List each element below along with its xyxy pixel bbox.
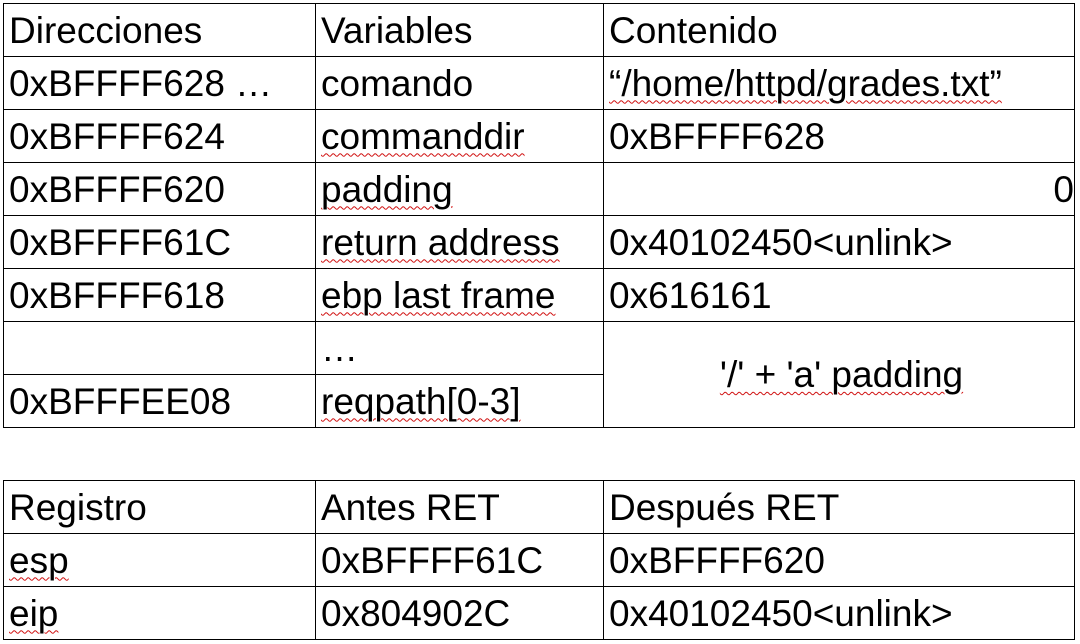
variable-cell: … — [315, 321, 604, 375]
content-text: “/home/httpd/grades.txt” — [609, 62, 1002, 104]
address-cell: 0xBFFFF618 — [3, 268, 316, 322]
header-variables: Variables — [315, 3, 604, 57]
before-cell: 0xBFFFF61C — [315, 533, 604, 587]
content-cell: 0 — [603, 162, 1075, 216]
address-cell: 0xBFFFF620 — [3, 162, 316, 216]
content-text: 0x40102450<unlink> — [609, 221, 953, 263]
variable-text: reqpath[0-3] — [321, 380, 521, 422]
register-text: eip — [9, 592, 59, 634]
variable-cell: comando — [315, 56, 604, 110]
address-cell: 0xBFFFF624 — [3, 109, 316, 163]
stack-layout-table: Direcciones Variables Contenido 0xBFFFF6… — [3, 3, 1075, 428]
content-text: '/' + 'a' padding — [719, 354, 964, 395]
header-antes-ret: Antes RET — [315, 480, 604, 534]
variable-text: return address — [321, 221, 560, 263]
variable-cell: commanddir — [315, 109, 604, 163]
table-row: 0xBFFFEE08 reqpath[0-3] — [3, 374, 1075, 428]
register-cell: eip — [3, 586, 316, 640]
header-registro: Registro — [3, 480, 316, 534]
register-text: esp — [9, 539, 69, 581]
header-contenido: Contenido — [603, 3, 1075, 57]
header-despues-ret: Después RET — [603, 480, 1075, 534]
variable-text: ebp last frame — [321, 274, 556, 316]
variable-cell: ebp last frame — [315, 268, 604, 322]
content-cell: 0x616161 — [603, 268, 1075, 322]
register-cell: esp — [3, 533, 316, 587]
address-cell: 0xBFFFEE08 — [3, 374, 316, 428]
after-cell: 0xBFFFF620 — [603, 533, 1075, 587]
variable-text: commanddir — [321, 115, 525, 157]
variable-cell: reqpath[0-3] — [315, 374, 604, 428]
variable-text: padding — [321, 168, 453, 210]
variable-cell: return address — [315, 215, 604, 269]
table-row: 0xBFFFF618 ebp last frame 0x616161 — [3, 268, 1075, 322]
header-direcciones: Direcciones — [3, 3, 316, 57]
table-row: 0xBFFFF628 … comando “/home/httpd/grades… — [3, 56, 1075, 110]
table-row: 0xBFFFF620 padding 0 — [3, 162, 1075, 216]
variable-cell: padding — [315, 162, 604, 216]
table-row: eip 0x804902C 0x40102450<unlink> — [3, 586, 1075, 640]
before-cell: 0x804902C — [315, 586, 604, 640]
table-row: 0xBFFFF61C return address 0x40102450<unl… — [3, 215, 1075, 269]
table-header-row: Registro Antes RET Después RET — [3, 480, 1075, 534]
content-cell-merged: '/' + 'a' padding — [603, 321, 1075, 428]
content-cell: 0xBFFFF628 — [603, 109, 1075, 163]
table-header-row: Direcciones Variables Contenido — [3, 3, 1075, 57]
address-cell — [3, 321, 316, 375]
after-cell: 0x40102450<unlink> — [603, 586, 1075, 640]
address-cell: 0xBFFFF628 … — [3, 56, 316, 110]
table-row: esp 0xBFFFF61C 0xBFFFF620 — [3, 533, 1075, 587]
content-cell: “/home/httpd/grades.txt” — [603, 56, 1075, 110]
address-cell: 0xBFFFF61C — [3, 215, 316, 269]
content-cell: 0x40102450<unlink> — [603, 215, 1075, 269]
table-row: 0xBFFFF624 commanddir 0xBFFFF628 — [3, 109, 1075, 163]
register-table: Registro Antes RET Después RET esp 0xBFF… — [3, 480, 1075, 640]
table-row: … '/' + 'a' padding — [3, 321, 1075, 428]
